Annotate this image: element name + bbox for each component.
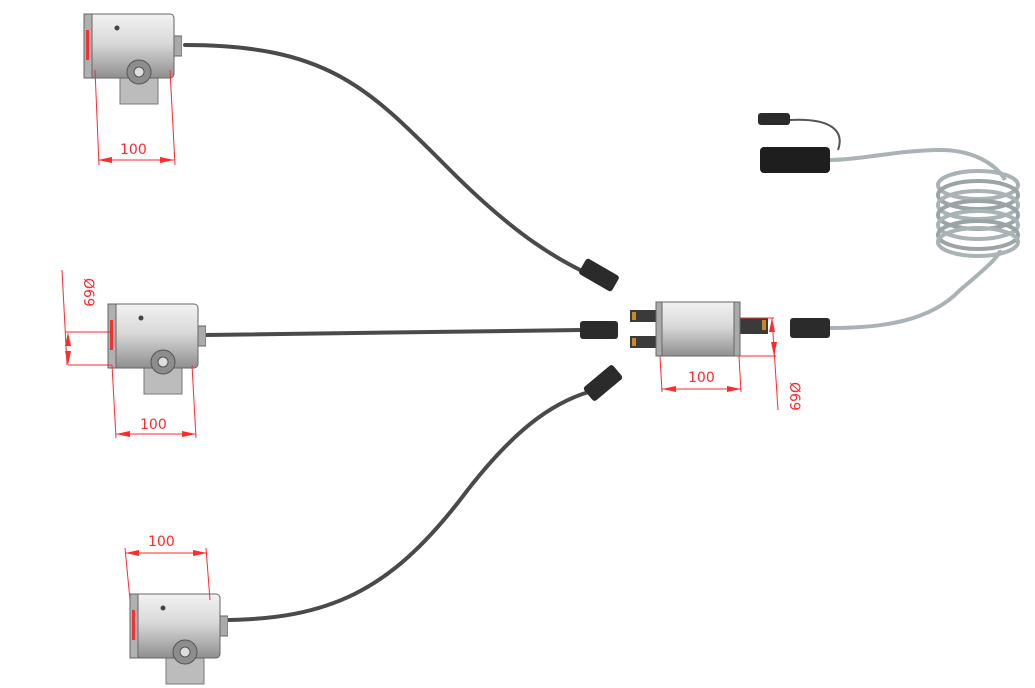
dimension-label: 100	[148, 534, 175, 550]
cable-bottom-camera	[218, 388, 597, 622]
connector-middle	[580, 321, 618, 339]
power-adapter	[760, 147, 830, 173]
coiled-cable	[936, 169, 1020, 258]
dimension-hub: 100 Ø69	[659, 317, 802, 411]
junction-hub	[630, 301, 768, 357]
dimension-label: 100	[688, 370, 715, 386]
cable-top-camera	[183, 43, 592, 277]
dimension-top-camera: 100	[94, 69, 176, 166]
dc-plug	[758, 113, 790, 125]
dimension-label: 100	[140, 417, 167, 433]
dimension-label: 100	[120, 142, 147, 158]
dimension-bottom-camera: 100	[124, 534, 211, 601]
camera-middle	[107, 303, 206, 395]
cable-middle-camera	[203, 328, 584, 337]
camera-top	[83, 13, 182, 105]
connector-power	[790, 318, 830, 338]
adapter-cable	[829, 147, 1007, 182]
diameter-label: Ø69	[786, 382, 802, 411]
connector-bottom	[583, 365, 623, 401]
power-cable	[829, 249, 1002, 330]
connector-top	[579, 258, 619, 292]
dc-lead	[789, 118, 841, 151]
dimension-middle-camera: Ø69 100	[61, 269, 197, 439]
camera-bottom	[129, 593, 228, 685]
diameter-label: Ø69	[80, 278, 96, 307]
